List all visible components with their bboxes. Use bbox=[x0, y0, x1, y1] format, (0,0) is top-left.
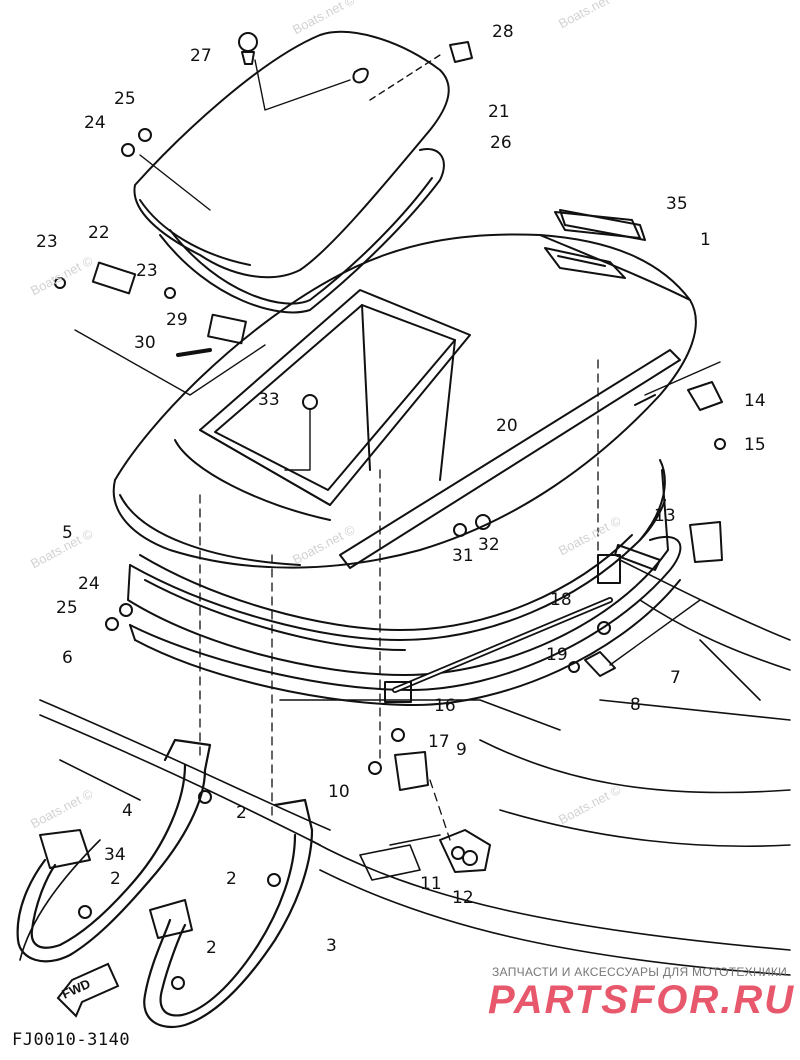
callout-26: 26 bbox=[490, 133, 512, 153]
gasket-frame bbox=[129, 459, 666, 641]
callout-3: 3 bbox=[326, 936, 337, 956]
callout-2: 2 bbox=[226, 869, 237, 889]
callout-29: 29 bbox=[166, 310, 188, 330]
callout-10: 10 bbox=[328, 782, 350, 802]
callout-17: 17 bbox=[428, 732, 450, 752]
seal-ring bbox=[129, 535, 682, 691]
callout-34: 34 bbox=[104, 845, 126, 865]
callout-1: 1 bbox=[700, 230, 711, 250]
callout-7: 7 bbox=[670, 668, 681, 688]
callout-30: 30 bbox=[134, 333, 156, 353]
grab-handle-3 bbox=[143, 798, 314, 1029]
callout-23: 23 bbox=[136, 261, 158, 281]
callout-5: 5 bbox=[62, 523, 73, 543]
callout-13: 13 bbox=[654, 506, 676, 526]
callout-6: 6 bbox=[62, 648, 73, 668]
callout-19: 19 bbox=[546, 645, 568, 665]
callout-24: 24 bbox=[84, 113, 106, 133]
callout-25: 25 bbox=[114, 89, 136, 109]
callout-27: 27 bbox=[190, 46, 212, 66]
callout-18: 18 bbox=[550, 590, 572, 610]
hinge-part bbox=[91, 261, 137, 295]
callout-21: 21 bbox=[488, 102, 510, 122]
hatch-lid bbox=[133, 31, 450, 279]
callout-2: 2 bbox=[206, 938, 217, 958]
callout-14: 14 bbox=[744, 391, 766, 411]
callout-32: 32 bbox=[478, 535, 500, 555]
site-brand-logo: PARTSFOR.RU bbox=[488, 978, 796, 1022]
callout-35: 35 bbox=[666, 194, 688, 214]
figure-code: FJ0010-3140 bbox=[12, 1030, 131, 1050]
callout-2: 2 bbox=[236, 803, 247, 823]
callout-12: 12 bbox=[452, 888, 474, 908]
grab-handle-4 bbox=[16, 738, 212, 963]
callout-9: 9 bbox=[456, 740, 467, 760]
callout-11: 11 bbox=[420, 874, 442, 894]
hood-shell bbox=[112, 233, 697, 569]
callout-28: 28 bbox=[492, 22, 514, 42]
callout-22: 22 bbox=[88, 223, 110, 243]
callout-25: 25 bbox=[56, 598, 78, 618]
callout-23: 23 bbox=[36, 232, 58, 252]
callout-2: 2 bbox=[110, 869, 121, 889]
callout-15: 15 bbox=[744, 435, 766, 455]
callout-8: 8 bbox=[630, 695, 641, 715]
callout-24: 24 bbox=[78, 574, 100, 594]
callout-20: 20 bbox=[496, 416, 518, 436]
callout-31: 31 bbox=[452, 546, 474, 566]
site-tagline: ЗАПЧАСТИ И АКСЕССУАРЫ ДЛЯ МОТОТЕХНИКИ bbox=[492, 965, 788, 979]
callout-33: 33 bbox=[258, 390, 280, 410]
callout-4: 4 bbox=[122, 801, 133, 821]
callout-16: 16 bbox=[434, 696, 456, 716]
